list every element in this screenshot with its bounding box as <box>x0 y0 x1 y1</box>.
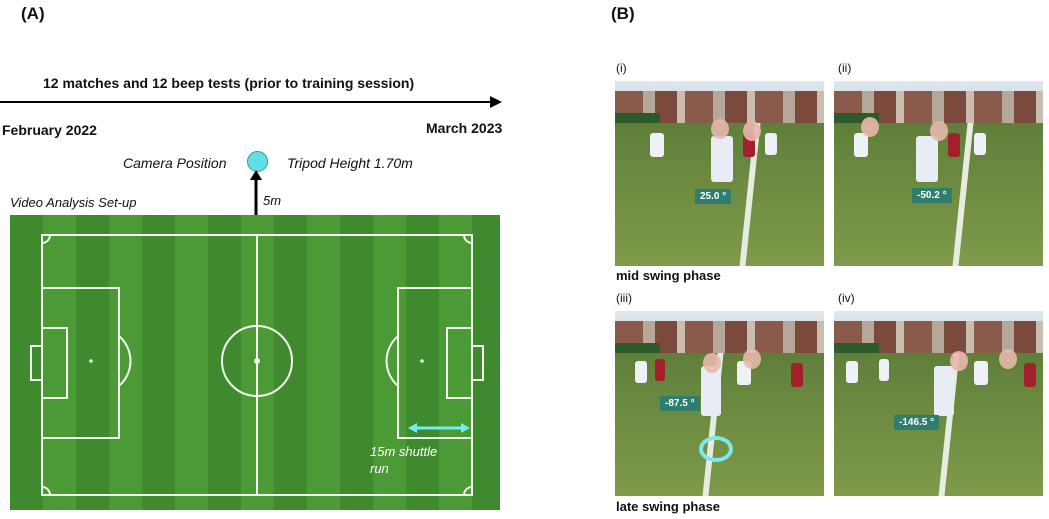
photo-iii: -87.5 ° <box>615 311 824 496</box>
shuttle-run-arrow <box>408 423 470 433</box>
pitch-markings <box>30 234 484 496</box>
photo-ii: -50.2 ° <box>834 81 1043 266</box>
photo-iii-label: (iii) <box>616 291 632 305</box>
setup-title: Video Analysis Set-up <box>10 195 137 210</box>
photo-iv-label: (iv) <box>838 291 855 305</box>
angle-label-iii: -87.5 ° <box>660 396 700 411</box>
football-pitch <box>10 215 500 510</box>
camera-position-marker <box>247 151 268 172</box>
panel-b-label: (B) <box>611 4 635 23</box>
late-swing-phase-label: late swing phase <box>616 499 721 514</box>
photo-iv: -146.5 ° <box>834 311 1043 496</box>
panel-a-label: (A) <box>21 4 45 23</box>
angle-label-ii: -50.2 ° <box>912 188 952 203</box>
tripod-height-label: Tripod Height 1.70m <box>287 155 413 171</box>
photo-i-label: (i) <box>616 61 627 75</box>
angle-label-i: 25.0 ° <box>695 189 732 204</box>
timeline-arrowhead <box>490 96 502 108</box>
angle-label-iv: -146.5 ° <box>894 415 940 430</box>
shuttle-run-label-line1: 15m shuttle <box>370 444 438 459</box>
timeline-start: February 2022 <box>2 122 97 138</box>
shuttle-run-label: 15m shuttle run <box>370 443 437 477</box>
shuttle-run-label-line2: run <box>370 461 389 476</box>
ball-highlight-ring <box>699 436 733 462</box>
timeline-line <box>0 101 492 103</box>
camera-position-label: Camera Position <box>123 155 227 171</box>
photo-i: 25.0 ° <box>615 81 824 266</box>
photo-ii-label: (ii) <box>838 61 852 75</box>
timeline-title: 12 matches and 12 beep tests (prior to t… <box>43 75 415 91</box>
distance-label: 5m <box>263 193 282 208</box>
mid-swing-phase-label: mid swing phase <box>616 268 721 283</box>
timeline-end: March 2023 <box>426 120 503 136</box>
